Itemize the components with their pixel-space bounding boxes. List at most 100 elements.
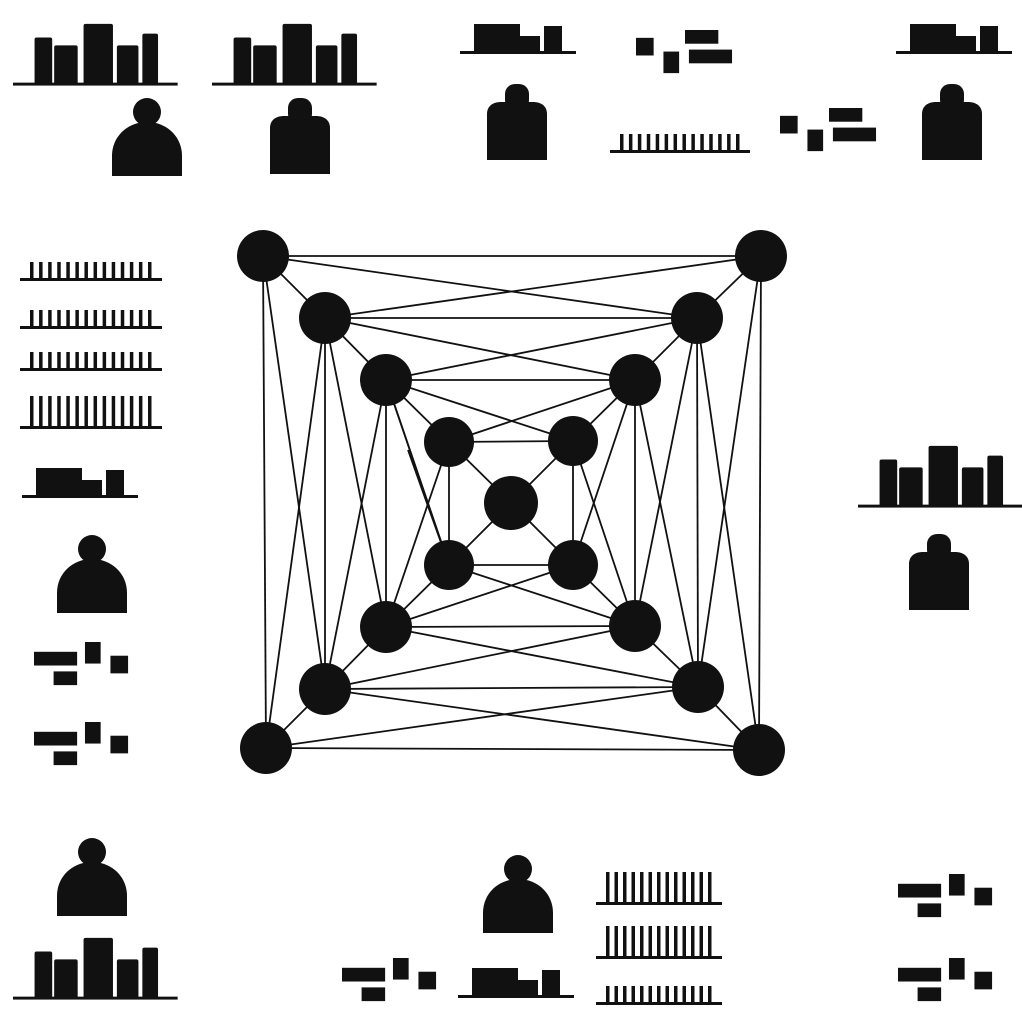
- person-icon: [909, 534, 969, 610]
- tick-mark: [691, 926, 695, 956]
- tick-mark: [39, 352, 43, 368]
- block: [84, 722, 101, 744]
- network-node: [424, 417, 474, 467]
- tick-row-baseline: [20, 368, 162, 371]
- network-node: [735, 230, 787, 282]
- tick-mark: [48, 310, 52, 326]
- network-node: [671, 292, 723, 344]
- tick-mark: [75, 352, 79, 368]
- network-edge: [262, 255, 326, 690]
- block-row-block: [80, 480, 102, 496]
- network-edge: [385, 317, 698, 381]
- person-body: [270, 116, 330, 174]
- tick-row-icon: [20, 352, 162, 371]
- block: [34, 731, 78, 746]
- tick-mark: [48, 396, 52, 426]
- block-row-block: [954, 36, 976, 52]
- network-edge: [262, 255, 698, 319]
- tick-mark: [691, 134, 695, 150]
- tick-mark: [138, 352, 143, 368]
- person-head: [78, 838, 106, 866]
- block-row-block: [472, 968, 518, 996]
- bar-chart-baseline: [13, 996, 178, 1000]
- bar-chart-bar: [315, 45, 338, 85]
- bar-chart-bar: [142, 33, 159, 85]
- tick-mark: [120, 262, 125, 278]
- network-edge: [696, 317, 760, 751]
- block-row-icon: [22, 468, 138, 498]
- tick-mark: [640, 986, 644, 1002]
- tick-mark: [39, 396, 43, 426]
- bar-chart-bar: [987, 455, 1004, 507]
- tick-mark: [718, 134, 722, 150]
- tick-mark: [708, 872, 712, 902]
- tick-mark: [640, 872, 644, 902]
- network-edge: [634, 379, 699, 688]
- block-row-baseline: [458, 995, 574, 998]
- person-body: [57, 559, 127, 613]
- block-row-icon: [896, 24, 1012, 54]
- tick-mark: [646, 134, 651, 150]
- bar-chart-bar: [83, 23, 113, 85]
- tick-mark: [674, 872, 678, 902]
- network-node: [237, 230, 289, 282]
- tick-mark: [120, 310, 125, 326]
- tick-mark: [111, 396, 116, 426]
- tick-row-icon: [596, 986, 722, 1005]
- pictograph-glyphs: [13, 23, 1022, 1005]
- tick-row-icon: [20, 310, 162, 329]
- tick-mark: [39, 262, 43, 278]
- bar-chart-bar: [233, 37, 252, 85]
- bar-chart-icon: [858, 445, 1022, 508]
- tick-mark: [606, 872, 610, 902]
- network-edge: [385, 564, 574, 628]
- person-head: [133, 98, 161, 126]
- blocks-icon: [34, 722, 129, 766]
- network-edge: [634, 317, 698, 627]
- bar-chart-bar: [34, 951, 53, 999]
- tick-mark: [673, 134, 678, 150]
- tick-mark: [682, 872, 686, 902]
- block: [342, 967, 386, 982]
- bar-chart-baseline: [13, 82, 178, 86]
- tick-mark: [75, 310, 79, 326]
- network-edge: [758, 255, 762, 751]
- network-edge: [324, 379, 387, 690]
- tick-row-icon: [20, 396, 162, 429]
- tick-mark: [631, 872, 635, 902]
- block: [807, 129, 824, 152]
- network-edge: [385, 379, 450, 566]
- tick-mark: [84, 310, 88, 326]
- network-edge: [696, 317, 699, 688]
- tick-mark: [129, 310, 134, 326]
- tick-mark: [30, 262, 34, 278]
- block: [832, 127, 877, 142]
- block: [948, 874, 965, 896]
- block: [418, 971, 437, 990]
- network-node-center: [484, 476, 538, 530]
- block: [974, 887, 993, 906]
- network-node: [299, 292, 351, 344]
- network-node: [240, 722, 292, 774]
- network-edge: [324, 317, 636, 381]
- tick-mark: [75, 396, 79, 426]
- network-edge: [385, 441, 450, 628]
- tick-mark: [699, 872, 703, 902]
- network-node: [360, 601, 412, 653]
- tick-mark: [93, 262, 98, 278]
- person-head: [504, 855, 532, 883]
- tick-row-baseline: [20, 426, 162, 429]
- tick-mark: [640, 926, 644, 956]
- bar-chart-bar: [341, 33, 358, 85]
- blocks-icon: [898, 958, 993, 1002]
- tick-mark: [93, 396, 98, 426]
- network-node: [360, 354, 412, 406]
- network-node: [672, 661, 724, 713]
- person-icon: [112, 98, 182, 176]
- bar-chart-bar: [282, 23, 312, 85]
- block-row-baseline: [896, 51, 1012, 54]
- network-edge: [448, 379, 636, 443]
- tick-mark: [727, 134, 731, 150]
- tick-mark: [655, 134, 660, 150]
- network-edge: [265, 686, 699, 749]
